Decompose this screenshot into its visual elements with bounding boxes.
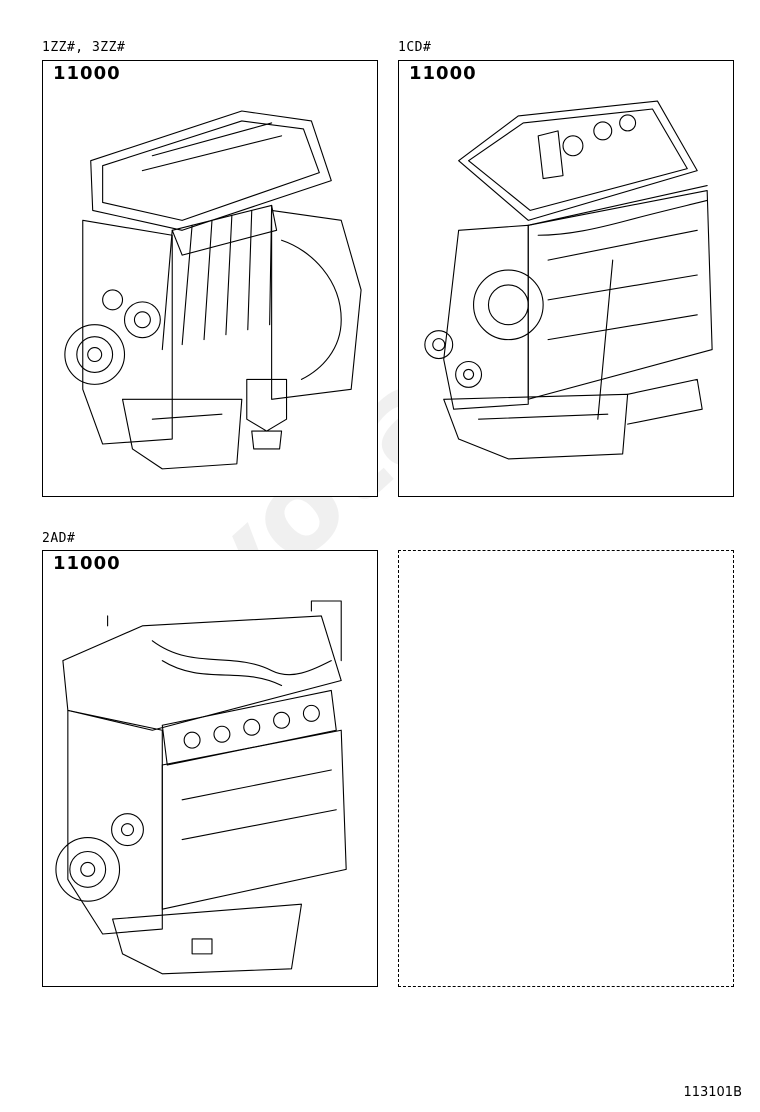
diagram-id: 113101B xyxy=(683,1085,742,1100)
engine-2ad-illustration xyxy=(55,600,347,975)
engine-1zz-illustration xyxy=(64,110,362,470)
panel-1-part-number[interactable]: 11000 xyxy=(53,63,121,84)
panel-4-empty xyxy=(398,550,734,987)
engine-1cd-illustration xyxy=(424,100,713,460)
panel-3-engine[interactable]: 11000 xyxy=(42,550,378,987)
panel-2-part-number[interactable]: 11000 xyxy=(409,63,477,84)
panel-1-model-caption: 1ZZ#, 3ZZ# xyxy=(42,40,126,55)
panel-3-model-caption: 2AD# xyxy=(42,531,76,546)
panel-3-part-number[interactable]: 11000 xyxy=(53,553,121,574)
panel-2-engine[interactable]: 11000 xyxy=(398,60,734,497)
panel-1-engine[interactable]: 11000 xyxy=(42,60,378,497)
panel-2-model-caption: 1CD# xyxy=(398,40,432,55)
